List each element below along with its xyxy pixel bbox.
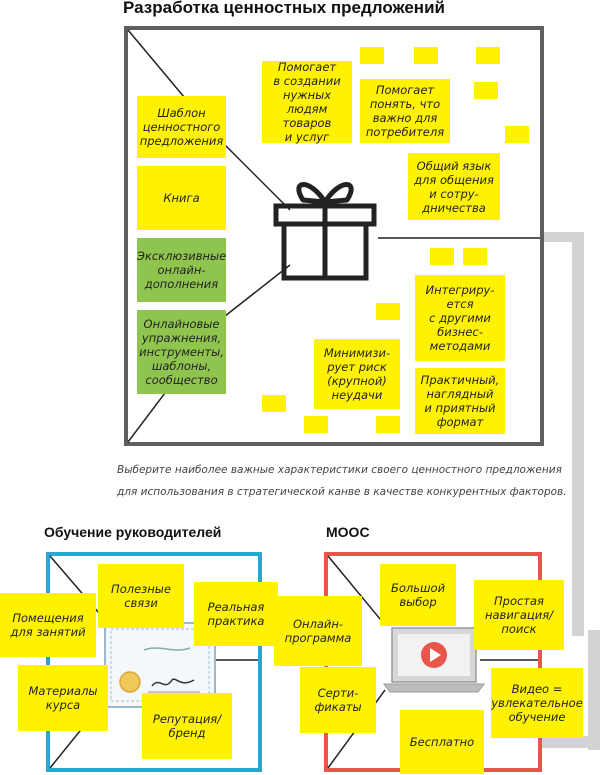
- note-reputation-brand: Репутация/ бренд: [142, 693, 232, 759]
- note-useful-connections: Полезные связи: [98, 564, 184, 628]
- note-practical-format: Практичный, наглядный и приятный формат: [415, 368, 505, 434]
- note-book: Книга: [137, 166, 226, 230]
- page-title: Разработка ценностных предложений: [123, 0, 445, 17]
- note-minimizes-risk: Минимизи- рует риск (крупной) неудачи: [314, 339, 400, 409]
- blank-sticky: [430, 248, 454, 265]
- value-proposition-canvas: [124, 26, 544, 446]
- note-online-program: Онлайн- программа: [274, 596, 362, 666]
- note-large-choice: Большой выбор: [380, 564, 456, 626]
- blank-sticky: [505, 126, 529, 143]
- note-value-prop-template: Шаблон ценностного предложения: [137, 96, 226, 158]
- blank-sticky: [476, 47, 500, 64]
- blank-sticky: [474, 82, 498, 99]
- caption-line-2: для использования в стратегической канве…: [117, 486, 567, 498]
- note-common-language: Общий язык для общения и сотру- дничеств…: [408, 153, 500, 220]
- blank-sticky: [376, 416, 400, 433]
- exec-canvas-label: Обучение руководителей: [44, 524, 222, 540]
- connector-bottom: [540, 736, 600, 748]
- laptop-video-icon: [383, 627, 485, 693]
- mooc-canvas-label: MOOC: [326, 524, 370, 540]
- caption: Выберите наиболее важные характеристики …: [117, 459, 587, 503]
- caption-line-1: Выберите наиболее важные характеристики …: [117, 464, 562, 476]
- blank-sticky: [262, 395, 286, 412]
- blank-sticky: [414, 47, 438, 64]
- note-integrates: Интегриру- ется с другими бизнес- метода…: [415, 275, 505, 361]
- note-real-practice: Реальная практика: [194, 582, 278, 646]
- note-class-rooms: Помещения для занятий: [0, 593, 96, 657]
- connector-top: [540, 232, 584, 242]
- note-helps-create: Помогает в создании нужных людям товаров…: [262, 60, 352, 144]
- note-online-exercises: Онлайновые упражнения, инструменты, шабл…: [137, 310, 226, 394]
- blank-sticky: [463, 248, 487, 265]
- note-free: Бесплатно: [400, 710, 484, 774]
- blank-sticky: [360, 47, 384, 64]
- note-course-materials: Материалы курса: [18, 665, 108, 731]
- blank-sticky: [376, 303, 400, 320]
- connector-vertical: [572, 236, 584, 636]
- note-easy-navigation: Простая навигация/ поиск: [474, 580, 564, 650]
- gift-icon: [273, 182, 377, 281]
- exec-education-canvas: [46, 552, 262, 772]
- note-helps-understand: Помогает понять, что важно для потребите…: [360, 79, 450, 143]
- note-video-engaging: Видео = увлекательное обучение: [491, 668, 583, 738]
- note-exclusive-online: Эксклюзивные онлайн- дополнения: [137, 238, 226, 302]
- blank-sticky: [304, 416, 328, 433]
- connector-right: [588, 630, 600, 750]
- note-certificates: Серти- фикаты: [300, 667, 376, 733]
